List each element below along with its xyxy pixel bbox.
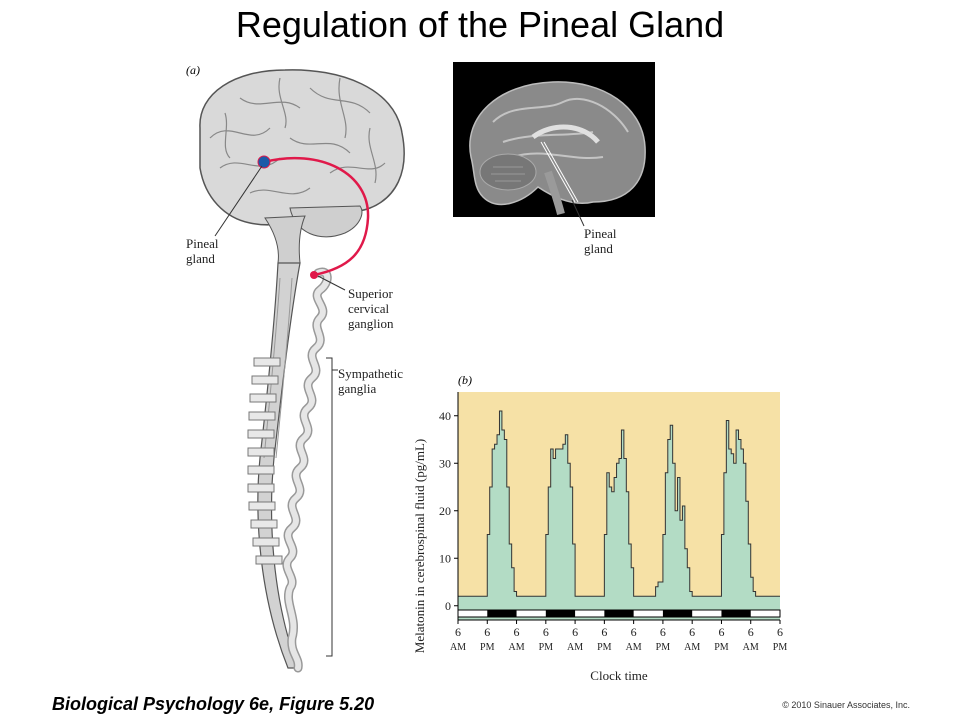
melatonin-line (458, 410, 780, 597)
y-tick-label: 40 (439, 409, 451, 423)
scg-label-line2: cervical (348, 301, 390, 316)
symp-label-line2: ganglia (338, 381, 377, 396)
x-tick-sublabel: AM (743, 642, 759, 653)
x-tick-label: 6 (484, 625, 490, 639)
pineal-label-line2: gland (186, 251, 215, 266)
photo-pineal-label: Pineal gland (584, 226, 617, 256)
copyright-notice: © 2010 Sinauer Associates, Inc. (782, 700, 910, 710)
dark-period (721, 610, 751, 617)
x-tick-sublabel: PM (597, 642, 612, 653)
figure-caption: Biological Psychology 6e, Figure 5.20 (52, 694, 375, 714)
y-tick-label: 10 (439, 551, 451, 565)
symp-label-line1: Sympathetic (338, 366, 403, 381)
pineal-label-line1: Pineal (186, 236, 219, 251)
neural-pathway (263, 156, 370, 277)
x-tick-sublabel: AM (508, 642, 524, 653)
panel-a-letter: (a) (186, 63, 200, 77)
x-tick-label: 6 (689, 625, 695, 639)
pineal-gland-label: Pineal gland (186, 236, 219, 266)
x-tick-sublabel: PM (480, 642, 495, 653)
dark-period (545, 610, 576, 617)
x-tick-label: 6 (748, 625, 754, 639)
y-axis-label: Melatonin in cerebrospinal fluid (pg/mL) (412, 439, 427, 653)
y-tick-label: 0 (445, 599, 451, 613)
x-tick-label: 6 (718, 625, 724, 639)
dark-period (604, 610, 634, 617)
scg-label-line3: ganglion (348, 316, 394, 331)
x-tick-sublabel: AM (684, 642, 700, 653)
x-tick-label: 6 (631, 625, 637, 639)
y-tick-label: 20 (439, 504, 451, 518)
photo-label-line2: gland (584, 241, 613, 256)
x-axis-label: Clock time (590, 668, 648, 683)
superior-cervical-ganglion-label: Superior cervical ganglion (348, 286, 394, 331)
x-tick-label: 6 (601, 625, 607, 639)
scg-label-line1: Superior (348, 286, 393, 301)
photo-leader-line (571, 200, 585, 227)
nervous-system-illustration: (a) (186, 63, 405, 673)
melatonin-chart: (b) 0 10 20 30 40 6AM 6PM 6AM 6PM 6AM 6PM 6AM 6PM 6AM… (412, 373, 788, 683)
pineal-gland-marker (257, 155, 271, 169)
x-tick-label: 6 (455, 625, 461, 639)
dark-period (487, 610, 517, 617)
x-tick-sublabel: AM (450, 642, 466, 653)
dark-period (662, 610, 693, 617)
photo-label-line1: Pineal (584, 226, 617, 241)
x-tick-sublabel: PM (656, 642, 671, 653)
x-tick-sublabel: PM (714, 642, 729, 653)
vertebrae-drawing (247, 357, 283, 565)
brain-section-photo (453, 62, 655, 217)
brain-drawing (199, 69, 405, 264)
sympathetic-ganglia-label: Sympathetic ganglia (338, 366, 403, 396)
brain-section-drawing (469, 81, 646, 215)
x-tick-sublabel: AM (626, 642, 642, 653)
x-tick-label: 6 (572, 625, 578, 639)
x-tick-label: 6 (543, 625, 549, 639)
x-tick-sublabel: PM (773, 642, 788, 653)
x-tick-label: 6 (660, 625, 666, 639)
slide-title: Regulation of the Pineal Gland (235, 4, 725, 45)
x-tick-sublabel: PM (539, 642, 554, 653)
melatonin-area (458, 411, 780, 620)
x-tick-label: 6 (777, 625, 783, 639)
x-tick-sublabel: AM (567, 642, 583, 653)
superior-cervical-ganglion-marker (310, 271, 318, 279)
x-tick-label: 6 (514, 625, 520, 639)
panel-b-letter: (b) (458, 373, 472, 387)
y-tick-label: 30 (439, 456, 451, 470)
